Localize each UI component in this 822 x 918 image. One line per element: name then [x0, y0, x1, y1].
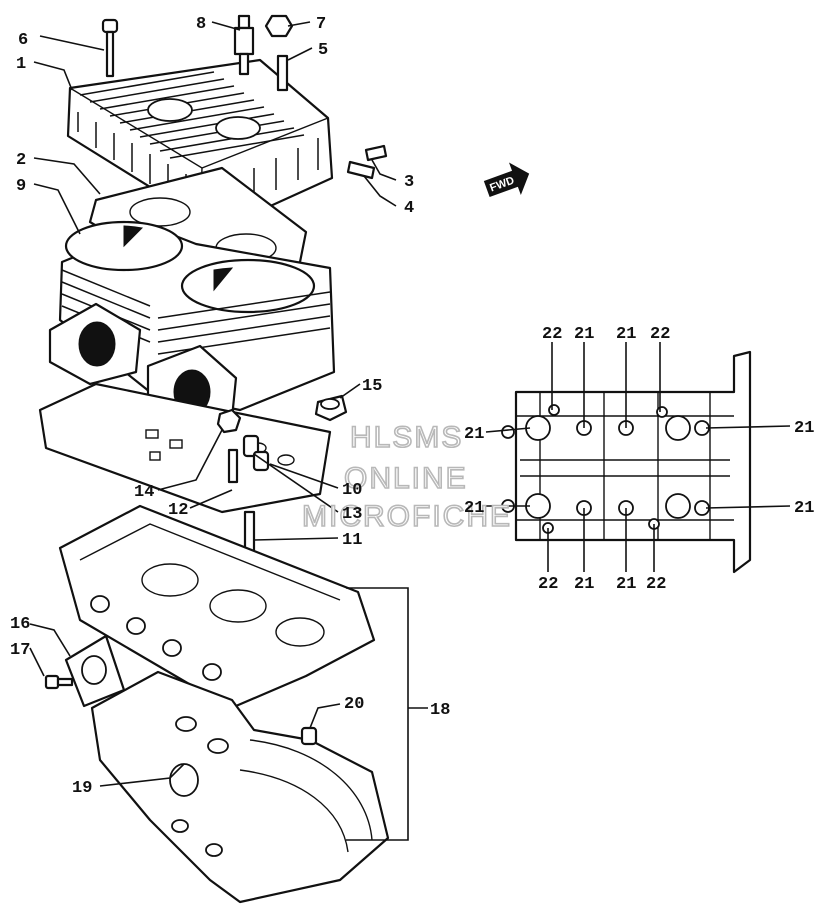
- watermark-line-1: HLSMS: [350, 421, 463, 454]
- watermark: HLSMS ONLINE MICROFICHE: [301, 420, 512, 534]
- callout-6: 6: [18, 31, 28, 50]
- callout-10: 10: [342, 481, 362, 500]
- callout-16: 16: [10, 615, 30, 634]
- upper-crankcase: [58, 504, 376, 714]
- callout-3: 3: [404, 173, 414, 192]
- forward-direction-arrow: FWD: [483, 162, 530, 197]
- assembly-bracket: [346, 587, 409, 841]
- callout-21-right-1: 21: [794, 419, 814, 438]
- leader-lines: [29, 21, 791, 787]
- head-stud: [276, 54, 289, 92]
- callout-9: 9: [16, 177, 26, 196]
- callout-7: 7: [316, 15, 326, 34]
- stud-nut-12: [216, 408, 242, 484]
- callout-21-left-2: 21: [464, 499, 484, 518]
- callout-21-top-2: 21: [616, 325, 636, 344]
- nut-15: [314, 394, 348, 422]
- callout-1: 1: [16, 55, 26, 74]
- callout-21-left-1: 21: [464, 425, 484, 444]
- callout-17: 17: [10, 641, 30, 660]
- dowel-13: [242, 434, 260, 458]
- callout-22-top-1: 22: [542, 325, 562, 344]
- crankcase-bottom-view: [501, 350, 752, 574]
- watermark-line-2: ONLINE: [344, 462, 468, 495]
- callout-22-top-2: 22: [650, 325, 670, 344]
- lower-crankcase: [90, 670, 390, 904]
- callout-21-right-2: 21: [794, 499, 814, 518]
- callout-21-bottom-2: 21: [616, 575, 636, 594]
- head-nut: [264, 14, 294, 38]
- head-bolt: [101, 18, 119, 78]
- cylinder-head: [66, 58, 334, 230]
- callout-12: 12: [168, 501, 188, 520]
- callout-18: 18: [430, 701, 450, 720]
- dowel-20: [300, 726, 318, 746]
- washer-pieces: [346, 144, 388, 180]
- callout-11: 11: [342, 531, 362, 550]
- callout-21-top-1: 21: [574, 325, 594, 344]
- callout-2: 2: [16, 151, 26, 170]
- base-gasket: [38, 382, 332, 514]
- callout-21-bottom-1: 21: [574, 575, 594, 594]
- callout-labels: 6 1 8 7 5 2 9 3 4 15 14 12 10 13 11 16 1…: [10, 15, 814, 798]
- spark-plug: [233, 14, 255, 76]
- callout-5: 5: [318, 41, 328, 60]
- callout-20: 20: [344, 695, 364, 714]
- callout-22-bottom-1: 22: [538, 575, 558, 594]
- callout-13: 13: [342, 505, 362, 524]
- callout-19: 19: [72, 779, 92, 798]
- callout-22-bottom-2: 22: [646, 575, 666, 594]
- callout-4: 4: [404, 199, 414, 218]
- callout-8: 8: [196, 15, 206, 34]
- plate-bolt: [44, 674, 74, 690]
- watermark-line-3: MICROFICHE: [302, 500, 512, 533]
- callout-15: 15: [362, 377, 382, 396]
- callout-14: 14: [134, 483, 154, 502]
